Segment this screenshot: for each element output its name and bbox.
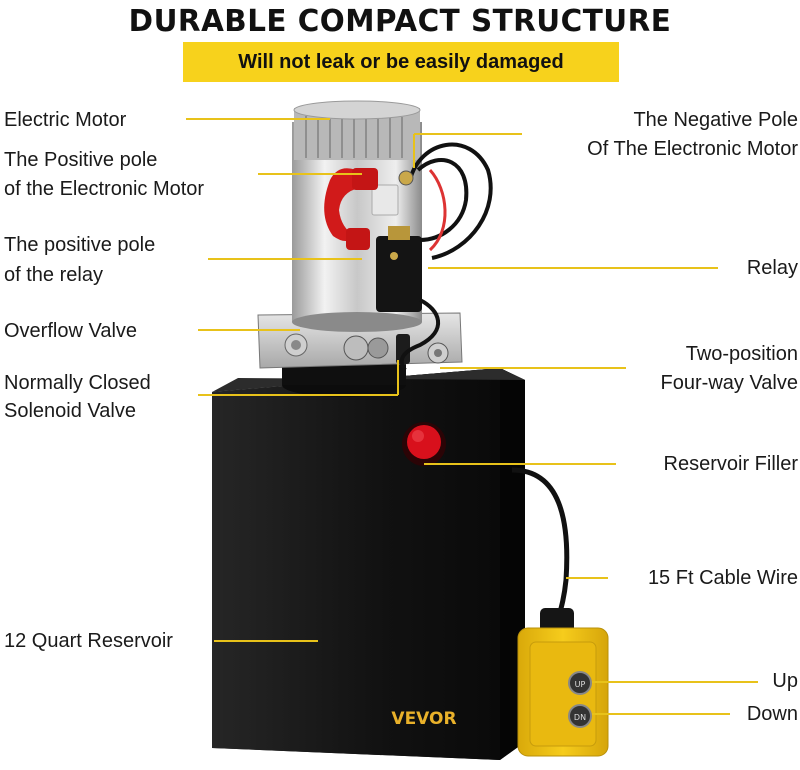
brand-logo: VEVOR xyxy=(391,709,456,729)
label-reservoir-filler: Reservoir Filler xyxy=(663,453,798,475)
label-positive-pole-motor-line2: of the Electronic Motor xyxy=(4,178,205,200)
label-positive-pole-relay-line1: The positive pole xyxy=(4,234,156,256)
reservoir-tank xyxy=(212,368,525,760)
label-reservoir: 12 Quart Reservoir xyxy=(4,630,173,652)
label-solenoid-valve-line2: Solenoid Valve xyxy=(4,400,136,422)
reservoir-filler-cap xyxy=(402,422,446,466)
page-title: DURABLE COMPACT STRUCTURE xyxy=(128,4,672,39)
label-up: Up xyxy=(772,670,798,692)
label-down: Down xyxy=(746,703,798,725)
label-overflow-valve: Overflow Valve xyxy=(4,320,138,342)
subtitle-banner: Will not leak or be easily damaged xyxy=(183,42,619,82)
label-negative-pole-line1: The Negative Pole xyxy=(633,109,798,131)
label-negative-pole-line2: Of The Electronic Motor xyxy=(587,138,798,160)
remote-down-text: DN xyxy=(574,713,586,722)
label-four-way-valve-line1: Two-position xyxy=(685,343,798,365)
remote-pendant: UP DN xyxy=(517,608,609,757)
remote-up-text: UP xyxy=(575,680,586,689)
relay xyxy=(376,226,422,312)
label-cable-wire: 15 Ft Cable Wire xyxy=(647,567,798,589)
leader-lines xyxy=(186,118,758,715)
label-solenoid-valve-line1: Normally Closed xyxy=(4,372,151,394)
label-four-way-valve-line2: Four-way Valve xyxy=(660,372,798,394)
label-electric-motor: Electric Motor xyxy=(4,109,127,131)
label-relay: Relay xyxy=(746,257,798,279)
label-positive-pole-relay-line2: of the relay xyxy=(4,264,103,286)
label-positive-pole-motor-line1: The Positive pole xyxy=(4,149,158,171)
